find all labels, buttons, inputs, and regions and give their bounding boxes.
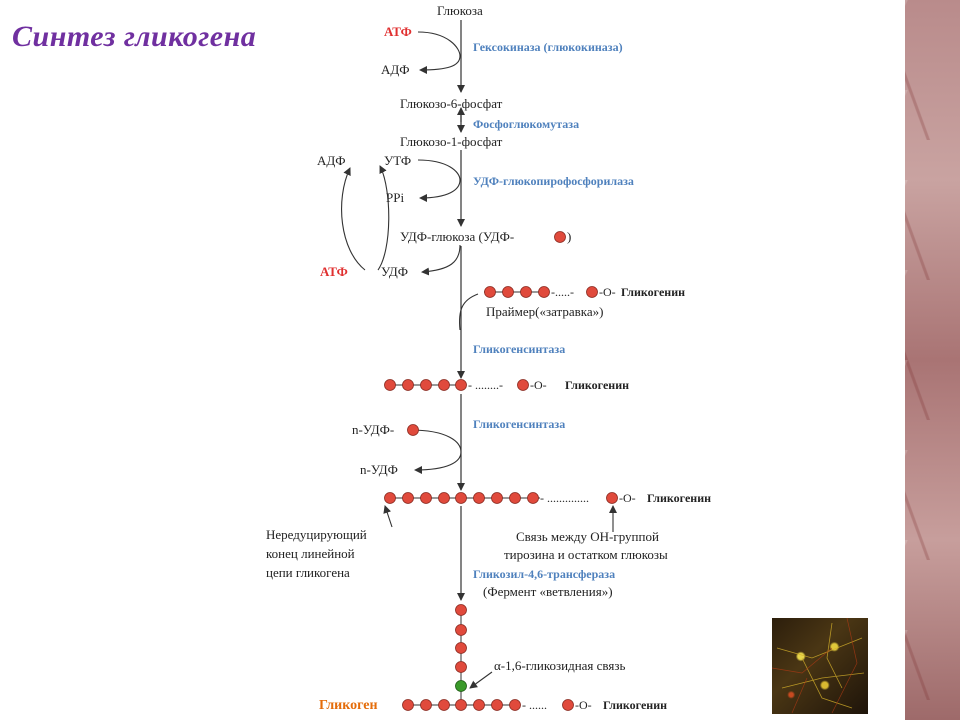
glucose-label: Глюкоза xyxy=(437,3,483,18)
alpha16-pointer xyxy=(469,671,493,689)
enzyme-hexokinase: Гексокиназа (глюкокиназа) xyxy=(473,40,623,54)
glycogenin-label-3: Гликогенин xyxy=(647,491,711,505)
glycogenin-label-4: Гликогенин xyxy=(603,698,667,712)
svg-text:-О-: -О- xyxy=(530,378,547,392)
svg-text:- ..............: - .............. xyxy=(540,491,589,505)
glycogen-label: Гликоген xyxy=(319,698,378,713)
glycogenin-label-1: Гликогенин xyxy=(621,285,685,299)
atp-adp-curve-1 xyxy=(417,31,461,74)
branch-chain xyxy=(455,604,467,705)
n-udp-glc-residue xyxy=(407,424,419,436)
svg-text:-.....-: -.....- xyxy=(551,285,574,299)
branch-point-residue xyxy=(455,680,467,692)
primer-curve xyxy=(458,293,479,331)
svg-text:-О-: -О- xyxy=(575,698,592,712)
svg-text:-О-: -О- xyxy=(599,285,616,299)
atp-label-2: АТФ xyxy=(320,264,348,279)
n-udp-label: n-УДФ xyxy=(360,462,398,477)
alpha16-bond-label: α-1,6-гликозидная связь xyxy=(494,658,626,673)
n-udp-glc-label: n-УДФ- xyxy=(352,422,394,437)
svg-text:- ......: - ...... xyxy=(522,698,547,712)
bond-description-line1: Связь между ОН-группой xyxy=(516,529,659,544)
marble-border xyxy=(905,0,960,720)
svg-text:- ........-: - ........- xyxy=(468,378,503,392)
udp-utp-curve xyxy=(377,165,390,271)
adp-label-2: АДФ xyxy=(317,153,346,168)
adp-label-1: АДФ xyxy=(381,62,410,77)
enzyme-glycogen-synthase-1: Гликогенсинтаза xyxy=(473,342,565,356)
udp-glucose-out-curve xyxy=(421,244,461,276)
nonreducing-end-line2: конец линейной xyxy=(266,546,355,561)
glycogenin-label-2: Гликогенин xyxy=(565,378,629,392)
g6p-label: Глюкозо-6-фосфат xyxy=(400,96,503,111)
n-udp-curve xyxy=(409,429,462,474)
neuron-photo xyxy=(772,618,868,714)
udp-glucose-label: УДФ-глюкоза (УДФ- xyxy=(400,229,514,244)
svg-text:-О-: -О- xyxy=(619,491,636,505)
atp-adp-curve-2 xyxy=(341,167,366,271)
atp-label-1: АТФ xyxy=(384,24,412,39)
utp-ppi-curve xyxy=(417,159,461,202)
enzyme-glycogen-synthase-2: Гликогенсинтаза xyxy=(473,417,565,431)
branching-enzyme-label: (Фермент «ветвления») xyxy=(483,584,613,599)
nonreducing-pointer xyxy=(383,505,393,528)
g1p-label: Глюкозо-1-фосфат xyxy=(400,134,503,149)
udp-glucose-close: ) xyxy=(567,229,571,244)
primer-chain: -.....- -О- Гликогенин xyxy=(484,285,685,299)
glycogen-chain-final: - ...... -О- Гликогенин xyxy=(402,698,667,712)
udp-glucose-residue xyxy=(554,231,566,243)
nonreducing-end-line1: Нередуцирующий xyxy=(266,527,367,542)
ppi-label: PPi xyxy=(386,190,404,205)
slide-title: Синтез гликогена xyxy=(12,20,257,53)
nonreducing-end-line3: цепи гликогена xyxy=(266,565,350,580)
glycogen-chain-3: - .............. -О- Гликогенин xyxy=(384,491,711,505)
glycogen-chain-2: - ........- -О- Гликогенин xyxy=(384,378,629,392)
enzyme-glycosyl-transferase: Гликозил-4,6-трансфераза xyxy=(473,567,615,581)
enzyme-udp-glucose-pyrophosphorylase: УДФ-глюкопирофосфорилаза xyxy=(473,174,634,188)
primer-label: Праймер(«затравка») xyxy=(486,304,603,319)
enzyme-phosphoglucomutase: Фосфоглюкомутаза xyxy=(473,117,579,131)
utp-label: УТФ xyxy=(384,153,411,168)
bond-description-line2: тирозина и остатком глюкозы xyxy=(504,547,668,562)
udp-label: УДФ xyxy=(381,264,408,279)
